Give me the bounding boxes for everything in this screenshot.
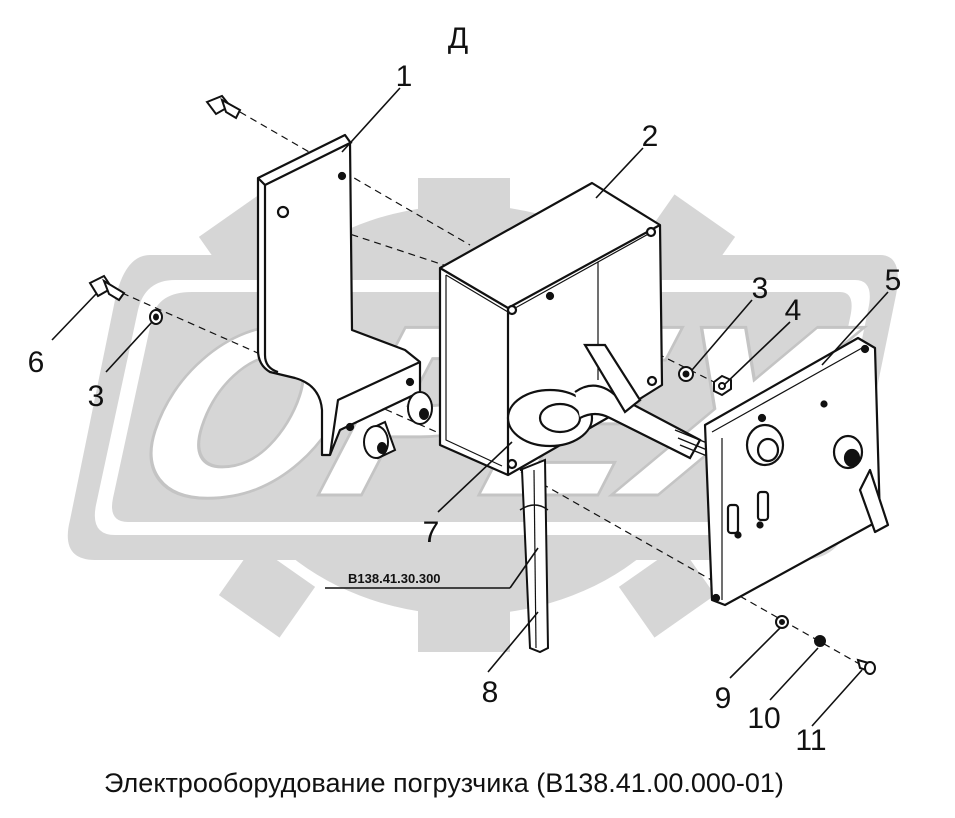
part-label-1: 1: [396, 60, 413, 93]
bracket-part-1: [256, 133, 422, 457]
part-label-11: 11: [795, 724, 826, 757]
screw-part-11: [856, 658, 876, 675]
part-label-6: 6: [28, 346, 45, 379]
control-panel-part-5: [703, 336, 890, 607]
axis-bottom-screw: [499, 459, 871, 671]
part-label-7: 7: [423, 516, 440, 549]
washer-part-9: [775, 615, 789, 629]
diagram-caption: Электрооборудование погрузчика (В138.41.…: [104, 768, 784, 798]
grommet-part-7: [506, 343, 713, 460]
part-label-10: 10: [747, 702, 780, 735]
part-label-2: 2: [642, 120, 659, 153]
axis-top-bolt: [239, 111, 471, 246]
nut-part-4: [713, 374, 732, 397]
part-label-3-left: 3: [88, 380, 105, 413]
spacer-left: [363, 420, 397, 460]
bolt-top: [205, 94, 242, 120]
part-label-3-right: 3: [752, 272, 769, 305]
leader-lines: [51, 87, 889, 727]
washer-part-10: [814, 635, 826, 647]
bolt-part-6: [88, 274, 126, 302]
part-label-5: 5: [885, 264, 902, 297]
washer-part-3-left: [149, 309, 163, 325]
view-label: Д: [448, 22, 468, 55]
hose-part-8: [519, 458, 550, 654]
reference-code: В138.41.30.300: [348, 571, 441, 586]
washer-part-3-right: [678, 366, 694, 382]
part-label-9: 9: [715, 682, 732, 715]
spacer-right: [407, 391, 433, 425]
part-label-4: 4: [785, 294, 802, 327]
part-label-8: 8: [482, 676, 499, 709]
